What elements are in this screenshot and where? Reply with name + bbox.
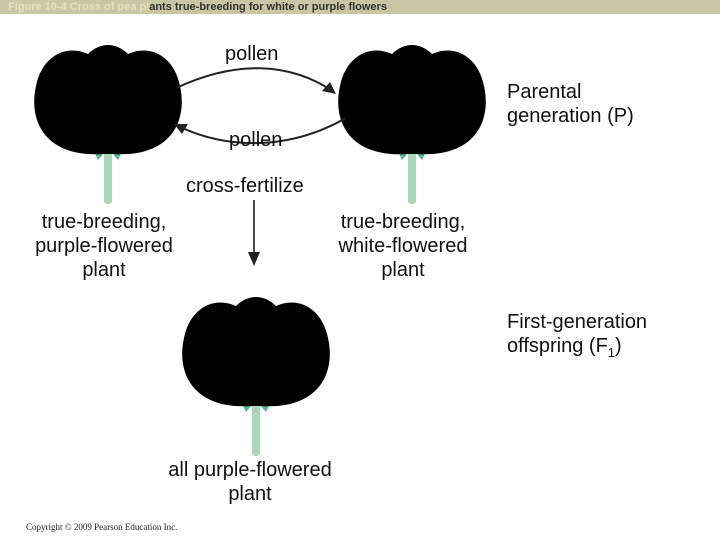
purple-parent-caption: true-breeding, purple-flowered plant: [14, 210, 194, 282]
cross-fertilize-label: cross-fertilize: [186, 175, 304, 197]
white-caption-line-2: white-flowered: [338, 235, 468, 257]
f1-generation-label: First-generation offspring (F1): [507, 310, 647, 365]
f1-line-1: First-generation: [507, 311, 648, 333]
generation-down-arrow-icon: [248, 200, 260, 266]
parental-line-2: generation (P): [507, 105, 634, 127]
pollen-arrow-left-icon: [174, 117, 347, 145]
pollen-label-bottom: pollen: [229, 129, 283, 151]
parental-generation-label: Parental generation (P): [507, 80, 634, 128]
figure-title-part2: ants true-breeding for white or purple f…: [149, 1, 387, 13]
white-parent-caption: true-breeding, white-flowered plant: [318, 210, 488, 282]
figure-title-bar: [0, 0, 720, 14]
f1-close-paren: ): [615, 335, 622, 357]
white-flower-parent-icon: [338, 45, 486, 204]
white-caption-line-3: plant: [381, 259, 425, 281]
f1-line-2: offspring (F1): [507, 334, 647, 365]
purple-caption-line-2: purple-flowered: [35, 235, 173, 257]
copyright-notice: Copyright © 2009 Pearson Education Inc.: [26, 522, 178, 532]
f1-subscript: 1: [607, 345, 616, 360]
figure-title: Figure 10-4 Cross of pea plants true-bre…: [8, 1, 388, 14]
f1-offspring-text: offspring (F: [507, 335, 608, 357]
offspring-caption-line-2: plant: [228, 483, 272, 505]
purple-flower-offspring-icon: [182, 297, 330, 456]
white-caption-line-1: true-breeding,: [340, 211, 466, 233]
figure-title-part1: Figure 10-4 Cross of pea pl: [8, 1, 150, 13]
offspring-caption-line-1: all purple-flowered: [168, 459, 332, 481]
purple-flower-parent-icon: [34, 45, 182, 204]
parental-line-1: Parental: [507, 81, 582, 103]
purple-caption-line-3: plant: [82, 259, 126, 281]
pollen-label-top: pollen: [225, 43, 279, 65]
purple-caption-line-1: true-breeding,: [41, 211, 167, 233]
offspring-caption: all purple-flowered plant: [140, 458, 360, 506]
pollen-arrow-right-icon: [175, 67, 336, 94]
